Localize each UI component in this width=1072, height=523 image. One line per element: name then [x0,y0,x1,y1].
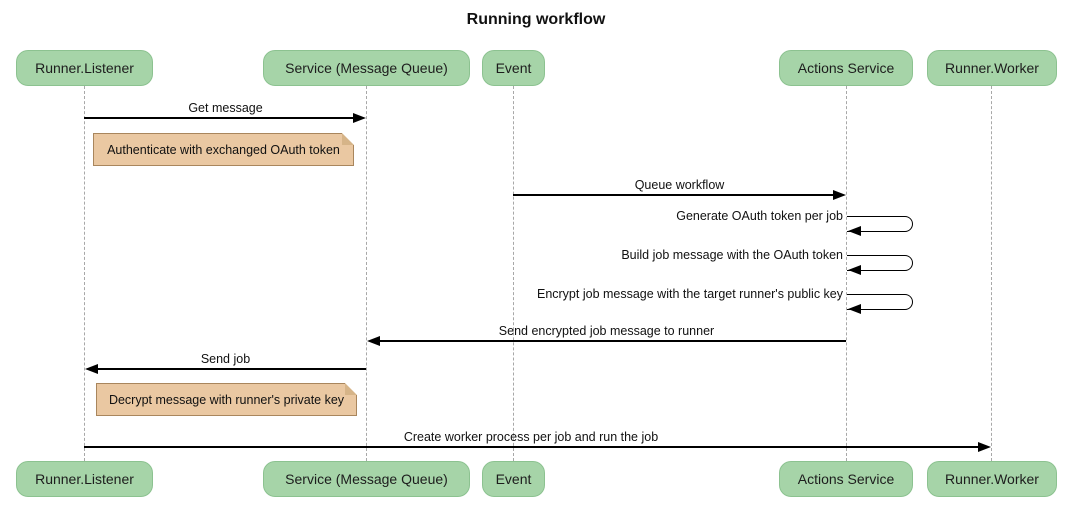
message-label: Encrypt job message with the target runn… [536,287,843,301]
message-label: Get message [188,101,263,115]
note-text: Authenticate with exchanged OAuth token [107,142,340,157]
diagram-title: Running workflow [466,11,606,28]
participant-runner-worker-top: Runner.Worker [927,50,1057,86]
message-label: Send job [200,352,251,366]
participant-event-top: Event [482,50,545,86]
lifeline-service-message-queue [366,86,367,461]
lifeline-runner-listener [84,86,85,461]
participant-service-message-queue-top: Service (Message Queue) [263,50,470,86]
note-text: Decrypt message with runner's private ke… [108,392,345,407]
lifeline-runner-worker [991,86,992,461]
arrowhead-left-icon [85,364,98,374]
message-line [84,446,978,448]
participant-service-message-queue-bottom: Service (Message Queue) [263,461,470,497]
arrowhead-right-icon [833,190,846,200]
arrowhead-right-icon [978,442,991,452]
participant-event-bottom: Event [482,461,545,497]
participant-actions-service-bottom: Actions Service [779,461,913,497]
message-label: Queue workflow [634,178,725,192]
participant-runner-worker-bottom: Runner.Worker [927,461,1057,497]
message-label: Generate OAuth token per job [676,209,843,223]
participant-runner-listener-top: Runner.Listener [16,50,153,86]
self-loop-line [847,255,913,271]
message-label: Create worker process per job and run th… [403,430,659,444]
lifeline-event [513,86,514,461]
message-label: Build job message with the OAuth token [621,248,843,262]
participant-runner-listener-bottom: Runner.Listener [16,461,153,497]
self-loop-line [847,294,913,310]
note-decrypt: Decrypt message with runner's private ke… [96,383,357,416]
message-line [513,194,833,196]
lifeline-actions-service [846,86,847,461]
message-line [379,340,846,342]
participant-actions-service-top: Actions Service [779,50,913,86]
note-fold-corner-icon [345,383,357,395]
arrowhead-left-icon [367,336,380,346]
message-line [84,117,353,119]
arrowhead-right-icon [353,113,366,123]
note-authenticate: Authenticate with exchanged OAuth token [93,133,354,166]
self-loop-line [847,216,913,232]
arrowhead-left-icon [848,226,861,236]
message-line [97,368,366,370]
message-label: Send encrypted job message to runner [498,324,715,338]
arrowhead-left-icon [848,304,861,314]
note-fold-corner-icon [342,133,354,145]
arrowhead-left-icon [848,265,861,275]
